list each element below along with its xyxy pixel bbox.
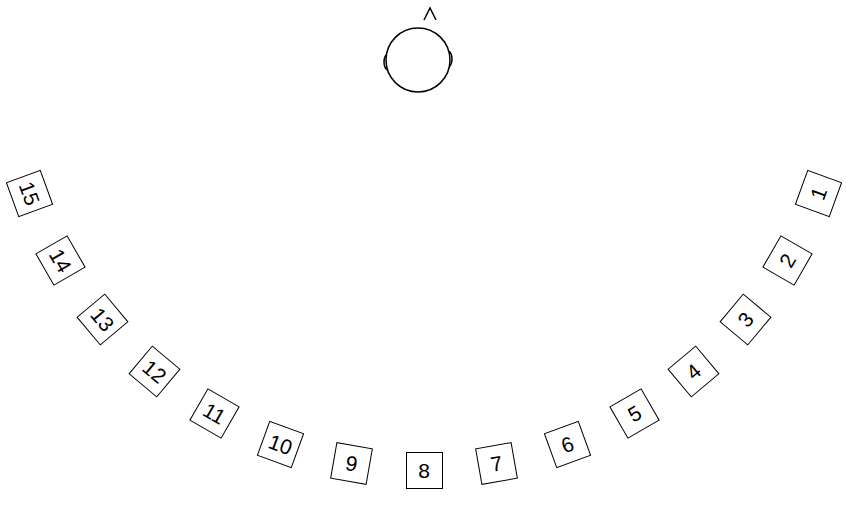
speaker-number: 12	[138, 356, 169, 387]
speaker-number: 9	[343, 452, 358, 475]
speaker-box: 3	[720, 294, 772, 346]
speaker-number: 8	[418, 460, 430, 481]
speaker-number: 13	[87, 304, 118, 335]
speaker-box: 5	[609, 388, 660, 439]
speaker-box: 9	[330, 442, 373, 485]
speaker-number: 1	[807, 185, 831, 203]
nose-mark	[424, 8, 436, 20]
speaker-box: 11	[189, 388, 240, 439]
speaker-number: 2	[776, 250, 800, 271]
head-circle	[386, 28, 450, 92]
speaker-box: 15	[6, 170, 53, 217]
speaker-box: 2	[762, 235, 813, 286]
speaker-box: 14	[35, 235, 86, 286]
speaker-number: 10	[266, 431, 295, 459]
speaker-number: 4	[683, 360, 705, 384]
speaker-number: 11	[199, 399, 228, 428]
speaker-box: 10	[257, 421, 304, 468]
speaker-box: 13	[76, 294, 128, 346]
speaker-box: 12	[128, 346, 180, 398]
speaker-box: 6	[544, 421, 591, 468]
speaker-number: 7	[489, 452, 504, 475]
speaker-box: 8	[406, 452, 443, 489]
speaker-number: 3	[734, 309, 758, 331]
speaker-box: 1	[795, 170, 842, 217]
speaker-box: 7	[475, 442, 518, 485]
speaker-box: 4	[668, 346, 720, 398]
speaker-number: 14	[45, 245, 75, 276]
speaker-number: 15	[15, 179, 43, 208]
speaker-number: 5	[624, 402, 645, 426]
speaker-number: 6	[559, 433, 577, 457]
